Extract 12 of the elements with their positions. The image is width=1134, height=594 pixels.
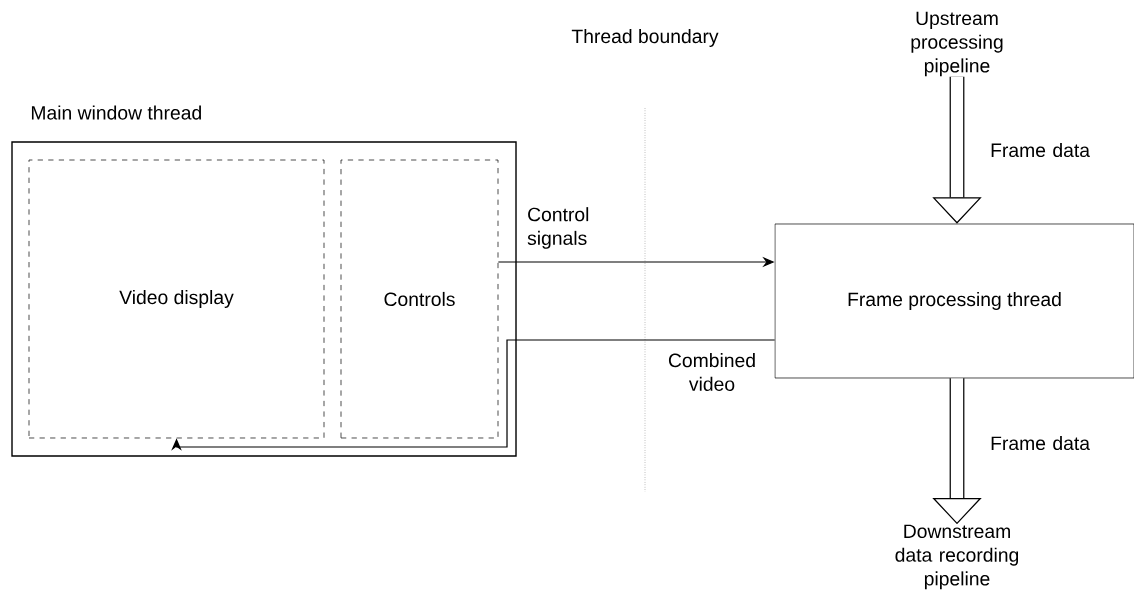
pipeline-text: Upstream processing pipeline: [911, 11, 1003, 77]
boundary-label: Thread boundary: [571, 29, 719, 47]
panel-box: Video display: [28, 159, 325, 439]
node-label: Main window thread: [31, 105, 201, 120]
pipeline-text: Downstream data recording pipeline: [895, 524, 1019, 590]
arrow: [171, 339, 776, 451]
panel-box: Controls: [340, 159, 499, 439]
edge-label: Combined video: [668, 353, 755, 391]
edge-label: Frame data: [991, 142, 1090, 158]
process-box: Frame processing thread: [774, 223, 1134, 379]
edge-label: Frame data: [991, 435, 1090, 451]
edge-label: Control signals: [527, 207, 589, 249]
